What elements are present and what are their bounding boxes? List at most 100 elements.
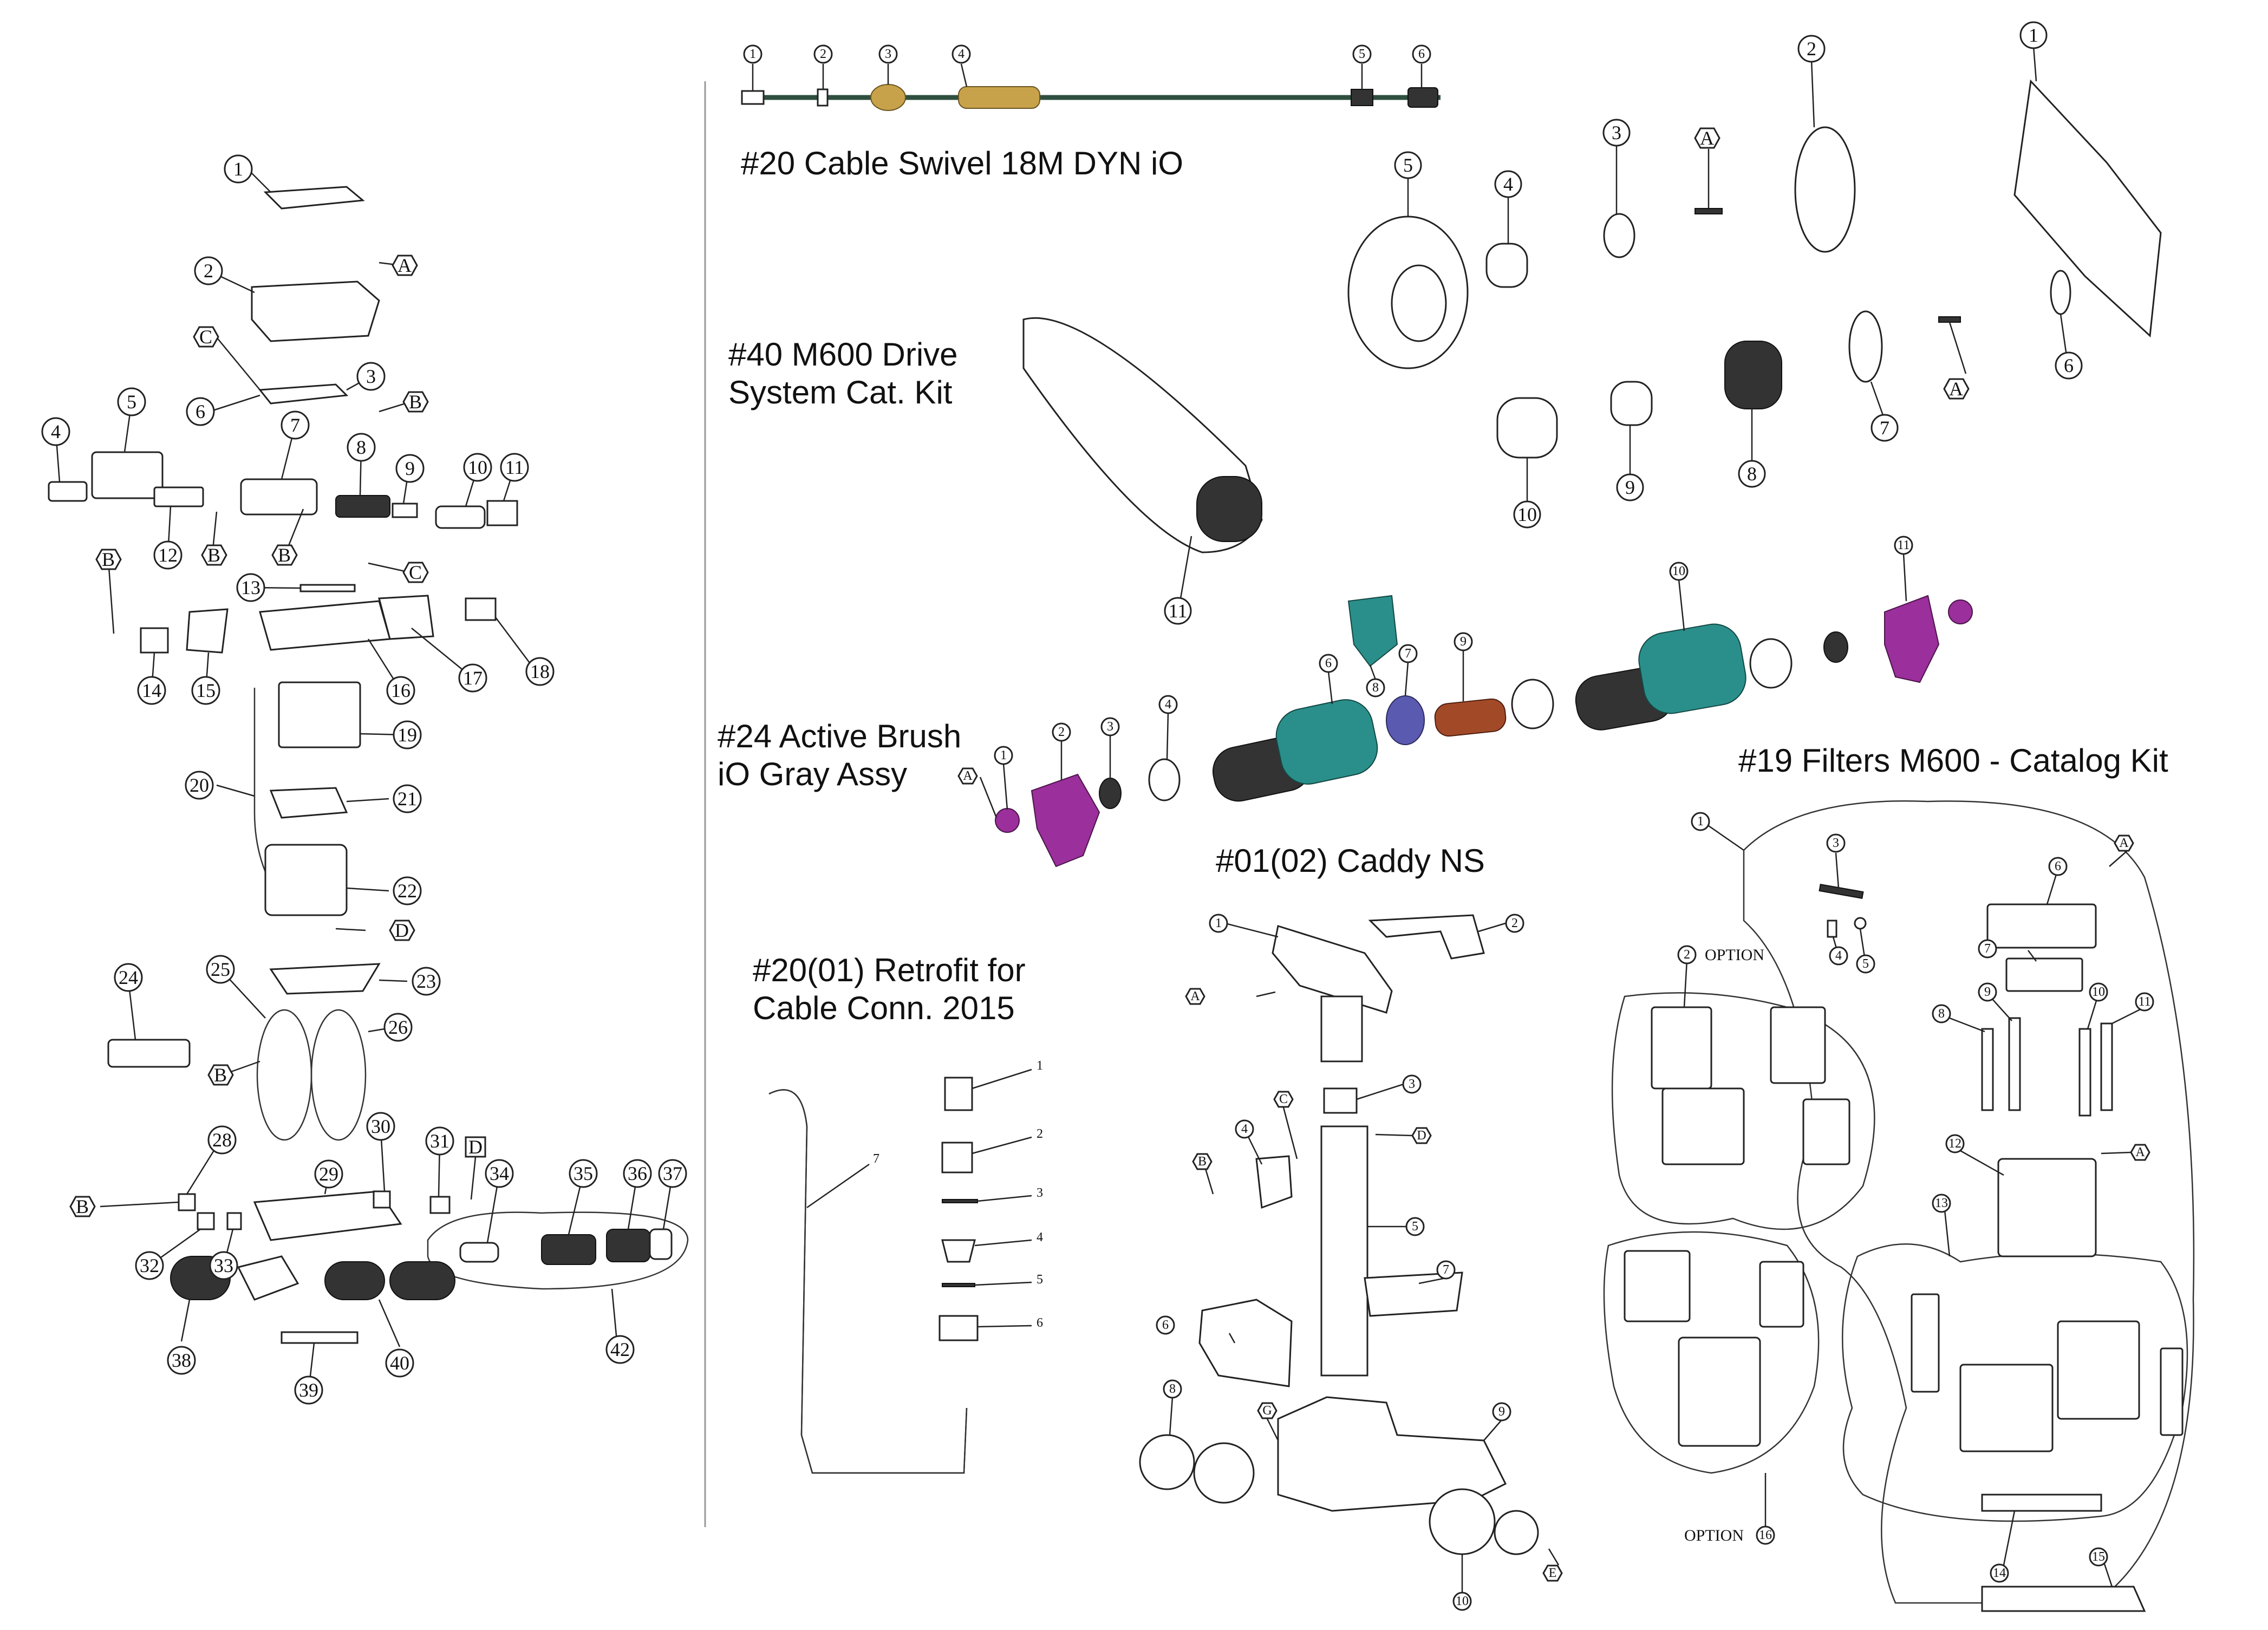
- cable-swivel-section: 1 2 3 4 5 6 #20 Cable Swivel 18M DYN iO: [741, 44, 1441, 181]
- active-brush-section: #24 Active Brush iO Gray Assy: [718, 536, 1973, 868]
- svg-text:B: B: [1198, 1155, 1207, 1169]
- filter-part-6: [1986, 903, 2097, 949]
- svg-text:1: 1: [1000, 748, 1007, 762]
- filter-part-5: [1854, 917, 1867, 930]
- main-callout-28: 28: [207, 1125, 237, 1155]
- svg-text:A: A: [1700, 127, 1714, 149]
- main-callout-1: 1: [224, 154, 253, 184]
- svg-text:1: 1: [750, 47, 756, 61]
- main-callout-23: 23: [412, 967, 441, 996]
- filter-callout-9: 9: [1978, 982, 1997, 1002]
- retrofit-part-4: [941, 1239, 976, 1263]
- svg-text:11: 11: [1169, 600, 1188, 622]
- brush-part-9: [1434, 698, 1507, 737]
- main-callout-19: 19: [393, 720, 422, 749]
- main-callout-5: 5: [117, 387, 146, 416]
- part-23: [269, 963, 381, 995]
- svg-text:D: D: [468, 1136, 483, 1158]
- svg-text:12: 12: [158, 544, 178, 566]
- brush-part-sleeve: [1511, 679, 1554, 729]
- svg-text:2: 2: [1058, 725, 1065, 739]
- svg-text:3: 3: [885, 47, 891, 61]
- filter-callout-1: 1: [1691, 812, 1710, 831]
- svg-text:8: 8: [1747, 463, 1757, 485]
- main-letter-c2: C: [402, 562, 429, 583]
- caddy-part-wheel-left: [1193, 1442, 1255, 1504]
- filter-callout-3: 3: [1826, 833, 1846, 853]
- filters-outline-1: [1743, 800, 2195, 1604]
- part-32: [197, 1212, 215, 1230]
- filter-option-label-top: OPTION: [1705, 946, 1764, 964]
- brush-part-10: [1638, 623, 1746, 714]
- drive-callout-11: 11: [1164, 597, 1192, 625]
- main-callout-25: 25: [206, 955, 235, 984]
- svg-text:9: 9: [1498, 1405, 1505, 1419]
- part-top-housing: [251, 281, 380, 342]
- caddy-part-9-base: [1277, 1396, 1507, 1512]
- svg-text:A: A: [2119, 836, 2129, 850]
- part-28: [178, 1193, 196, 1211]
- svg-text:13: 13: [1935, 1196, 1948, 1210]
- drive-callout-5: 5: [1394, 151, 1422, 179]
- brush-callout-11: 11: [1894, 536, 1913, 555]
- part-17: [378, 595, 434, 640]
- drive-part-6: [2050, 270, 2071, 315]
- brush-callout-8: 8: [1366, 678, 1385, 697]
- retrofit-part-2: [941, 1142, 973, 1173]
- brush-part-4: [1148, 758, 1181, 801]
- main-callout-30: 30: [366, 1112, 395, 1141]
- retrofit-callout-5: 5: [1037, 1273, 1043, 1287]
- part-9: [392, 503, 418, 518]
- svg-text:A: A: [963, 769, 973, 783]
- main-letter-d1: D: [389, 920, 415, 941]
- svg-text:5: 5: [1359, 47, 1365, 61]
- filter-option-panel-c: [1770, 1006, 1826, 1084]
- caddy-letter-g: G: [1257, 1402, 1278, 1419]
- filter-13-panel-b: [1959, 1364, 2054, 1452]
- svg-text:7: 7: [1443, 1263, 1449, 1277]
- filters-outline-16-option: [1603, 1231, 1820, 1474]
- svg-text:28: 28: [212, 1129, 232, 1151]
- svg-text:2: 2: [1807, 38, 1816, 60]
- svg-text:3: 3: [1833, 836, 1839, 850]
- main-letter-a: A: [392, 255, 418, 276]
- drive-callout-10: 10: [1513, 500, 1541, 529]
- filter-callout-8: 8: [1932, 1004, 1951, 1023]
- svg-text:1: 1: [1215, 916, 1222, 930]
- svg-text:18: 18: [530, 661, 550, 682]
- main-callout-36: 36: [623, 1159, 652, 1188]
- svg-text:32: 32: [140, 1255, 159, 1276]
- drive-letter-a1: A: [1694, 127, 1720, 149]
- part-12: [153, 486, 204, 507]
- main-callout-32: 32: [135, 1251, 164, 1280]
- svg-text:G: G: [1262, 1404, 1272, 1418]
- brush-part-hub: [1749, 638, 1793, 689]
- svg-text:10: 10: [2092, 985, 2105, 999]
- svg-text:9: 9: [405, 458, 415, 479]
- svg-text:E: E: [1549, 1566, 1557, 1580]
- svg-text:22: 22: [397, 880, 417, 902]
- main-callout-31: 31: [425, 1126, 454, 1156]
- main-callout-9: 9: [395, 454, 425, 483]
- svg-text:14: 14: [1993, 1566, 2006, 1580]
- retrofit-title-line2: Cable Conn. 2015: [753, 990, 1015, 1026]
- cable-callout-4: 4: [951, 44, 971, 64]
- main-letter-b3: B: [271, 544, 298, 566]
- part-bracket: [237, 1255, 299, 1301]
- svg-text:D: D: [1417, 1129, 1426, 1143]
- svg-text:8: 8: [356, 436, 366, 458]
- main-callout-22: 22: [393, 876, 422, 905]
- drive-part-11-gear: [1196, 476, 1262, 542]
- caddy-section: #01(02) Caddy NS: [1139, 843, 1563, 1611]
- cable-part-5: [1351, 89, 1373, 106]
- part-42-group: [427, 1211, 689, 1290]
- brush-part-11: [1884, 595, 1940, 683]
- caddy-callout-2: 2: [1505, 914, 1524, 933]
- svg-text:3: 3: [366, 366, 376, 387]
- filter-16-basket: [1678, 1336, 1761, 1447]
- svg-text:2: 2: [1511, 916, 1518, 930]
- main-letter-d2: D: [465, 1136, 486, 1158]
- svg-text:B: B: [102, 549, 115, 570]
- filter-part-7: [2005, 957, 2083, 992]
- part-40-track-b: [389, 1261, 455, 1300]
